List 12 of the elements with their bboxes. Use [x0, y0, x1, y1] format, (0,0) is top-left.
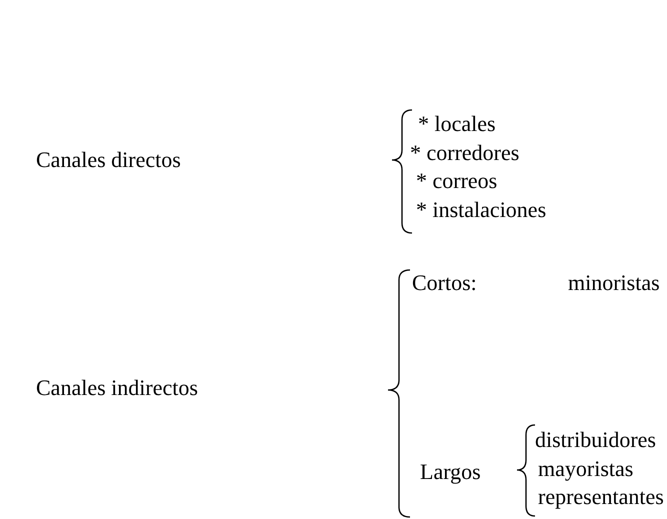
text-label: * corredores: [410, 140, 520, 166]
text-label: minoristas: [568, 270, 660, 296]
text-label: * locales: [418, 111, 496, 137]
text-label: Largos: [420, 459, 481, 485]
text-label: * instalaciones: [416, 197, 546, 223]
text-label: representantes: [538, 484, 664, 510]
text-label: Cortos:: [412, 270, 477, 296]
text-label: Canales indirectos: [36, 375, 198, 401]
text-label: * correos: [416, 168, 498, 194]
text-label: Canales directos: [36, 147, 181, 173]
text-label: mayoristas: [538, 456, 634, 482]
text-label: distribuidores: [535, 427, 656, 453]
